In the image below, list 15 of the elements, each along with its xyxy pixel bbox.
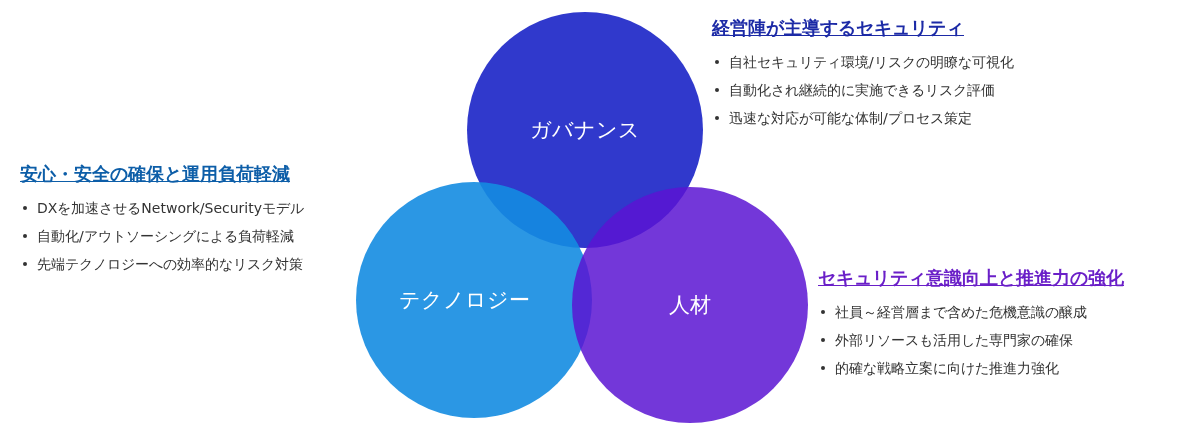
section-heading: 安心・安全の確保と運用負荷軽減	[20, 162, 290, 186]
bullet-item: 自動化/アウトソーシングによる負荷軽減	[37, 227, 294, 246]
bullet-item: DXを加速させるNetwork/Securityモデル	[37, 199, 305, 218]
bullet-item: 社員～経営層まで含めた危機意識の醸成	[835, 303, 1087, 322]
section-heading: セキュリティ意識向上と推進力の強化	[818, 266, 1124, 290]
bullet-item: 的確な戦略立案に向けた推進力強化	[835, 359, 1059, 378]
circle-label: テクノロジー	[398, 287, 530, 314]
circle-label: 人材	[669, 292, 711, 319]
bullet-item: 迅速な対応が可能な体制/プロセス策定	[729, 109, 972, 128]
bullet-item: 自社セキュリティ環境/リスクの明瞭な可視化	[729, 53, 1014, 72]
circle-label: ガバナンス	[530, 117, 640, 144]
section-heading: 経営陣が主導するセキュリティ	[712, 16, 964, 40]
bullet-item: 先端テクノロジーへの効率的なリスク対策	[37, 255, 303, 274]
bullet-item: 自動化され継続的に実施できるリスク評価	[729, 81, 995, 100]
bullet-item: 外部リソースも活用した専門家の確保	[835, 331, 1073, 350]
